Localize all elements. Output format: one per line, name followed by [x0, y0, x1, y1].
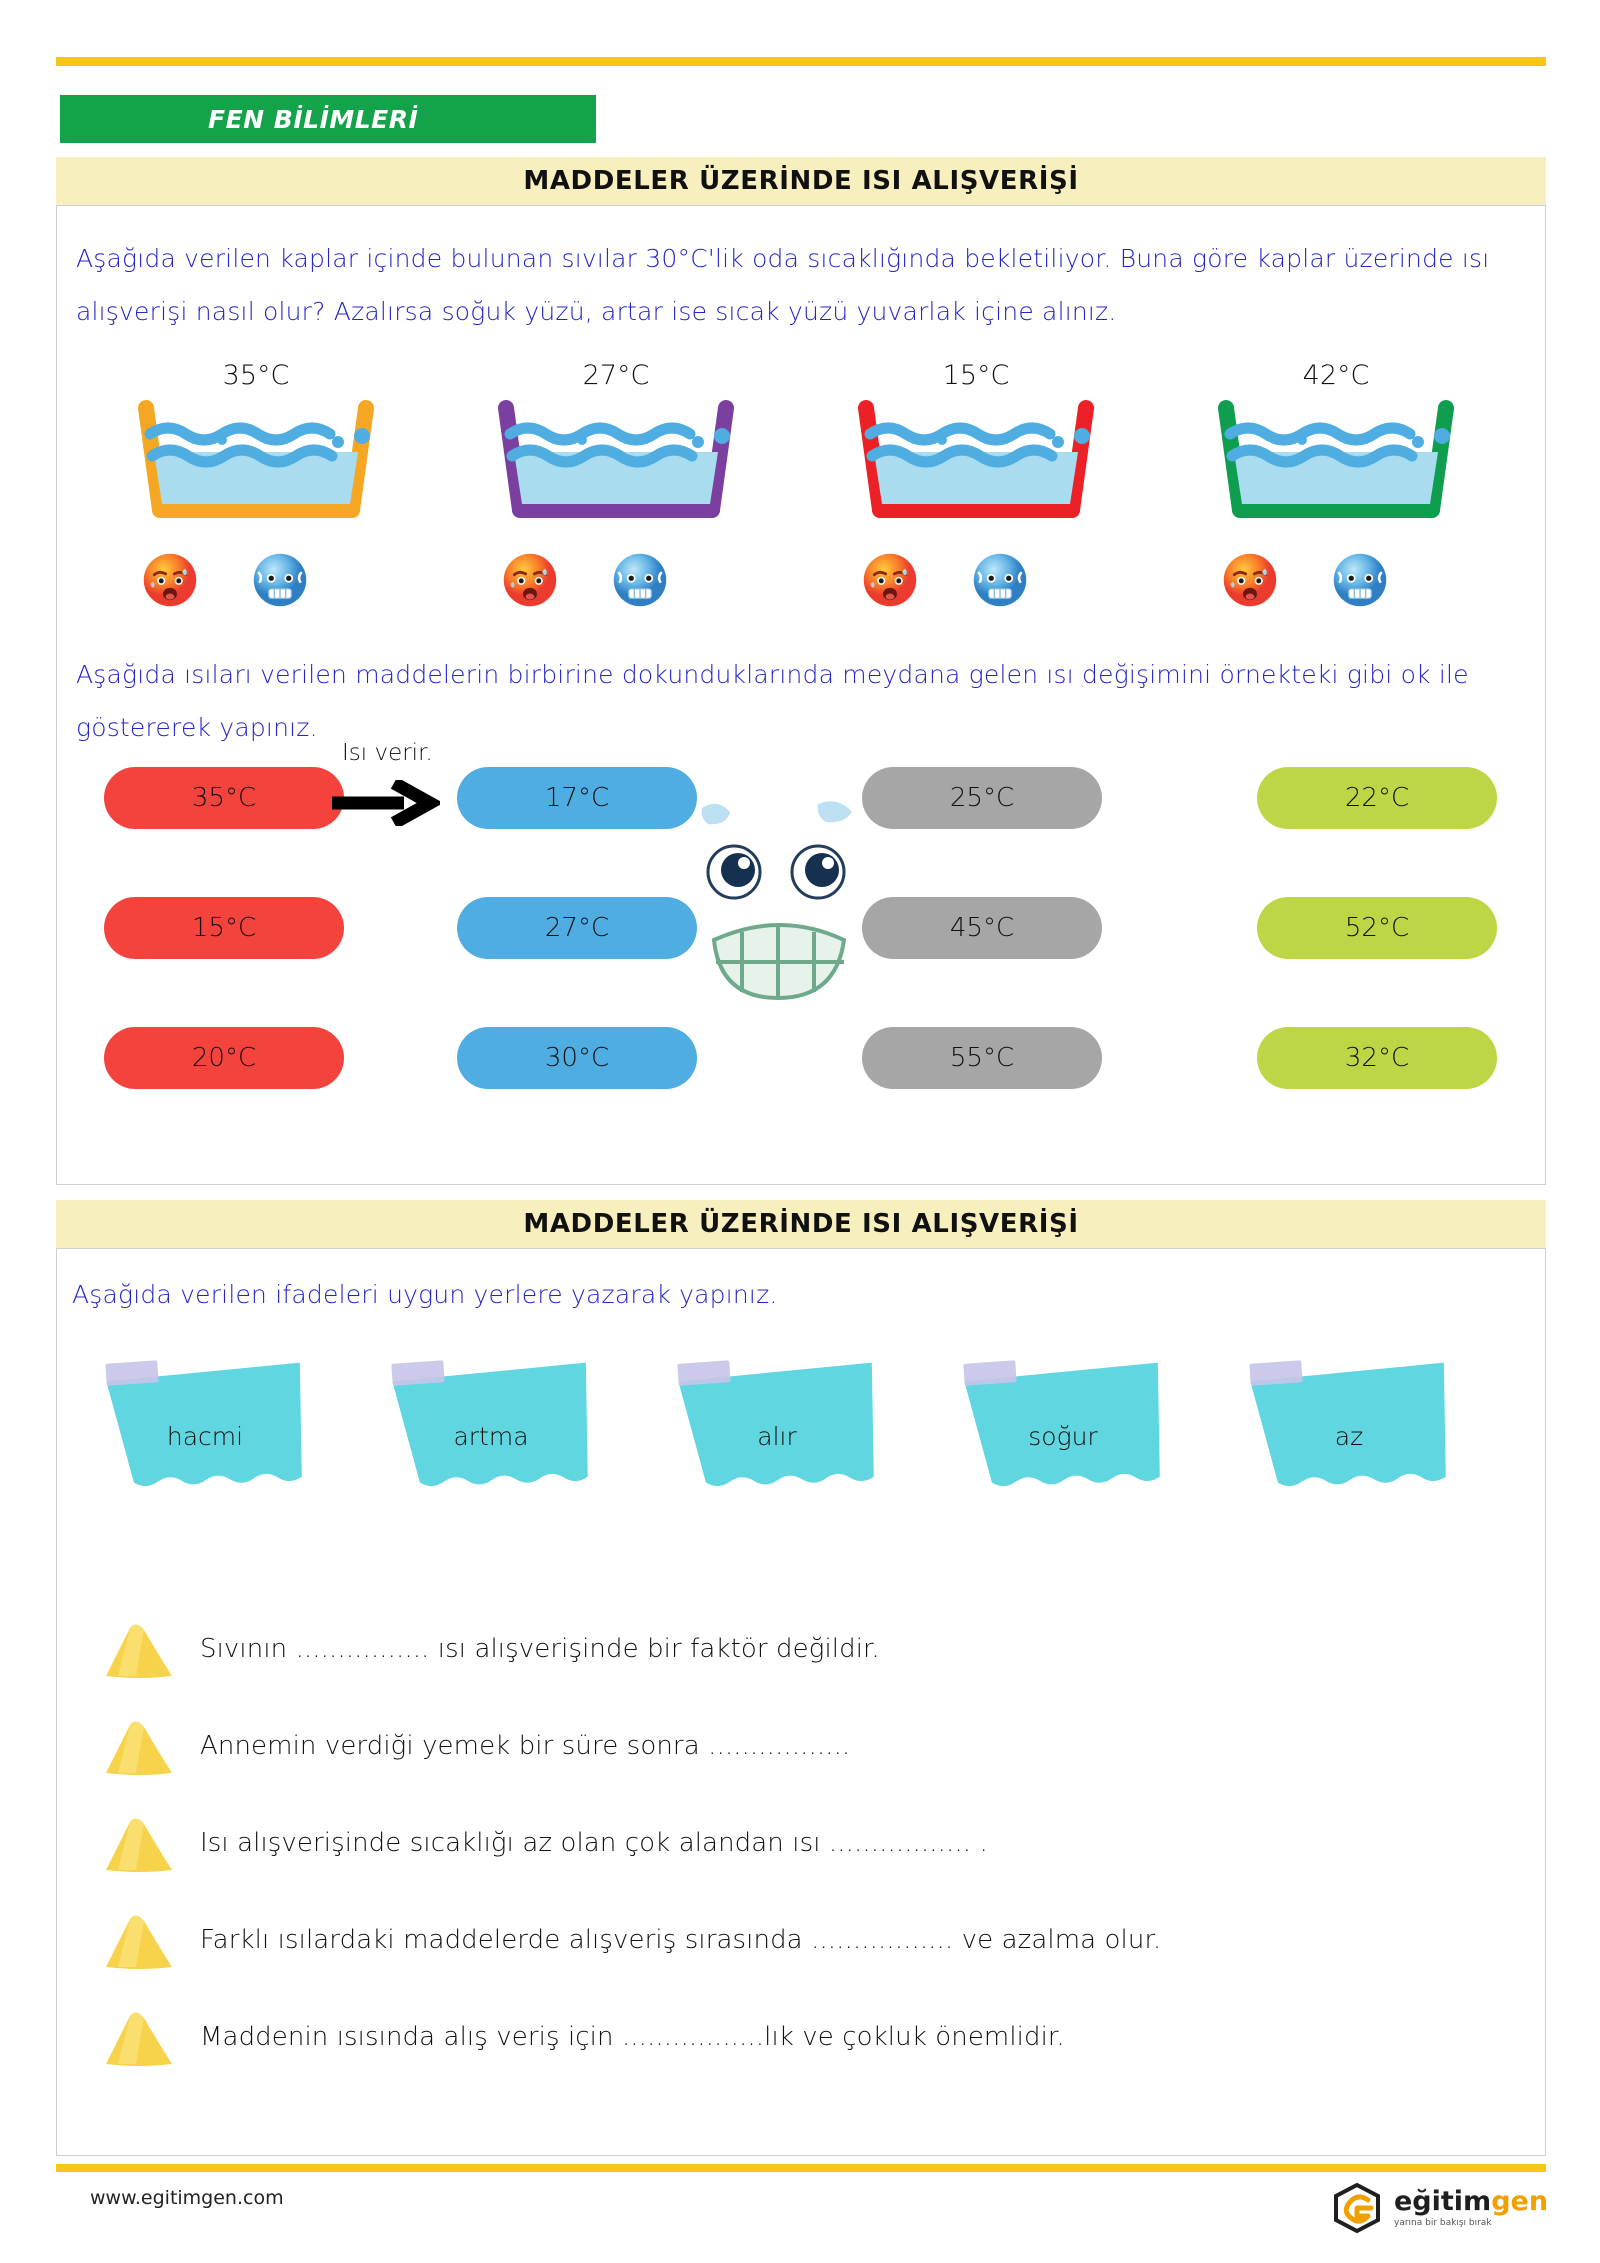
pill-green[interactable]: 32°C [1257, 1027, 1497, 1089]
footer-url[interactable]: www.egitimgen.com [90, 2187, 284, 2209]
top-rule [56, 57, 1546, 66]
cold-face-emoji[interactable] [252, 552, 308, 608]
word-card-label: soğur [1028, 1422, 1098, 1451]
bottom-rule [56, 2164, 1546, 2172]
mountain-bullet-icon [106, 1623, 172, 1678]
sentence-item: Maddenin ısısında alış veriş için ......… [96, 1988, 1496, 2085]
basin-icon [858, 400, 1094, 518]
sentence-text: Sıvının ................ ısı alışverişin… [200, 1633, 880, 1664]
torn-paper-note-icon [391, 1360, 588, 1487]
pill-row: 20°C 30°C 55°C 32°C [104, 1022, 1524, 1094]
sentence-text: Farklı ısılardaki maddelerde alışveriş s… [200, 1924, 1162, 1955]
example-arrow-group: Isı verir. [330, 740, 530, 830]
sentence-text: Isı alışverişinde sıcaklığı az olan çok … [200, 1827, 988, 1858]
word-card[interactable]: soğur [938, 1350, 1224, 1510]
basin-cell: 15°C [796, 360, 1156, 560]
subject-banner: FEN BİLİMLERİ [60, 95, 596, 143]
mountain-bullet-icon [106, 1817, 172, 1872]
mountain-bullet-icon [106, 2011, 172, 2066]
basin-cell: 27°C [436, 360, 796, 560]
face-choice-pair [76, 552, 436, 622]
mountain-bullet-icon [106, 1720, 172, 1775]
activity-2-title: MADDELER ÜZERİNDE ISI ALIŞVERİŞİ [523, 1209, 1079, 1239]
arrow-label: Isı verir. [342, 740, 433, 766]
face-choice-pair [1156, 552, 1516, 622]
subject-label: FEN BİLİMLERİ [208, 104, 419, 134]
brand-tagline: yarına bir bakışı bırak [1394, 2218, 1492, 2228]
cold-face-emoji[interactable] [972, 552, 1028, 608]
sentence-item: Isı alışverişinde sıcaklığı az olan çok … [96, 1794, 1496, 1891]
brand-name-first: eğitim [1394, 2186, 1492, 2217]
pill-red[interactable]: 35°C [104, 767, 344, 829]
activity-1-title: MADDELER ÜZERİNDE ISI ALIŞVERİŞİ [523, 166, 1079, 196]
pill-blue[interactable]: 27°C [457, 897, 697, 959]
pill-row: 35°C 17°C 25°C 22°C [104, 762, 1524, 834]
pill-green[interactable]: 52°C [1257, 897, 1497, 959]
egitimgen-logo-icon [1334, 2182, 1380, 2234]
word-card[interactable]: az [1224, 1350, 1510, 1510]
basin-temperature: 42°C [1302, 360, 1370, 391]
face-choice-pair [436, 552, 796, 622]
pill-red[interactable]: 15°C [104, 897, 344, 959]
brand-name-second: gen [1491, 2186, 1549, 2217]
monster-face-decoration [701, 801, 852, 1001]
sentence-text: Annemin verdiği yemek bir süre sonra ...… [200, 1730, 851, 1761]
word-card-row: hacmi artma alır soğur [80, 1350, 1510, 1510]
hot-face-emoji[interactable] [502, 552, 558, 608]
pill-red[interactable]: 20°C [104, 1027, 344, 1089]
word-card-label: alır [757, 1422, 797, 1451]
arrow-right-icon [332, 780, 440, 826]
brand-text: eğitimgen yarına bir bakışı bırak [1394, 2188, 1548, 2228]
activity-1-title-bar: MADDELER ÜZERİNDE ISI ALIŞVERİŞİ [56, 157, 1546, 205]
sentence-list: Sıvının ................ ısı alışverişin… [96, 1600, 1496, 2085]
face-choice-pair [796, 552, 1156, 622]
hot-face-emoji[interactable] [142, 552, 198, 608]
torn-paper-note-icon [963, 1360, 1160, 1487]
hot-face-emoji[interactable] [1222, 552, 1278, 608]
sentence-text: Maddenin ısısında alış veriş için ......… [200, 2021, 1065, 2052]
basin-cell: 35°C [76, 360, 436, 560]
face-choice-row [76, 552, 1516, 622]
pill-row: 15°C 27°C 45°C 52°C [104, 892, 1524, 964]
instruction-1: Aşağıda verilen kaplar içinde bulunan sı… [76, 244, 1490, 326]
instruction-2: Aşağıda ısıları verilen maddelerin birbi… [76, 660, 1469, 742]
word-card[interactable]: alır [652, 1350, 938, 1510]
temperature-pill-grid: 35°C 17°C 25°C 22°C 15°C 27°C 45°C 52°C … [104, 762, 1524, 1152]
basin-icon [498, 400, 734, 518]
activity-2-title-bar: MADDELER ÜZERİNDE ISI ALIŞVERİŞİ [56, 1200, 1546, 1248]
pill-gray[interactable]: 55°C [862, 1027, 1102, 1089]
activity-1-frame [56, 205, 1546, 1185]
basin-icon [1218, 400, 1454, 518]
basin-row: 35°C 27°C [76, 360, 1516, 560]
brand-logo: eğitimgen yarına bir bakışı bırak [1330, 2180, 1548, 2236]
word-card[interactable]: hacmi [80, 1350, 366, 1510]
torn-paper-note-icon [105, 1360, 302, 1487]
pill-blue[interactable]: 17°C [457, 767, 697, 829]
word-card-label: hacmi [166, 1422, 244, 1451]
torn-paper-note-icon [677, 1360, 874, 1487]
basin-temperature: 27°C [582, 360, 650, 391]
sentence-item: Annemin verdiği yemek bir süre sonra ...… [96, 1697, 1496, 1794]
word-card[interactable]: artma [366, 1350, 652, 1510]
instruction-3: Aşağıda verilen ifadeleri uygun yerlere … [72, 1280, 778, 1309]
basin-temperature: 15°C [942, 360, 1010, 391]
sentence-item: Farklı ısılardaki maddelerde alışveriş s… [96, 1891, 1496, 1988]
hot-face-emoji[interactable] [862, 552, 918, 608]
mountain-bullet-icon [106, 1914, 172, 1969]
word-card-label: az [1334, 1422, 1364, 1451]
cold-face-emoji[interactable] [612, 552, 668, 608]
pill-green[interactable]: 22°C [1257, 767, 1497, 829]
pill-gray[interactable]: 25°C [862, 767, 1102, 829]
brand-name: eğitimgen [1394, 2188, 1548, 2215]
pill-blue[interactable]: 30°C [457, 1027, 697, 1089]
cold-face-emoji[interactable] [1332, 552, 1388, 608]
basin-cell: 42°C [1156, 360, 1516, 560]
sentence-item: Sıvının ................ ısı alışverişin… [96, 1600, 1496, 1697]
word-card-label: artma [453, 1422, 529, 1451]
basin-icon [138, 400, 374, 518]
basin-temperature: 35°C [222, 360, 290, 391]
torn-paper-note-icon [1249, 1360, 1446, 1487]
pill-gray[interactable]: 45°C [862, 897, 1102, 959]
